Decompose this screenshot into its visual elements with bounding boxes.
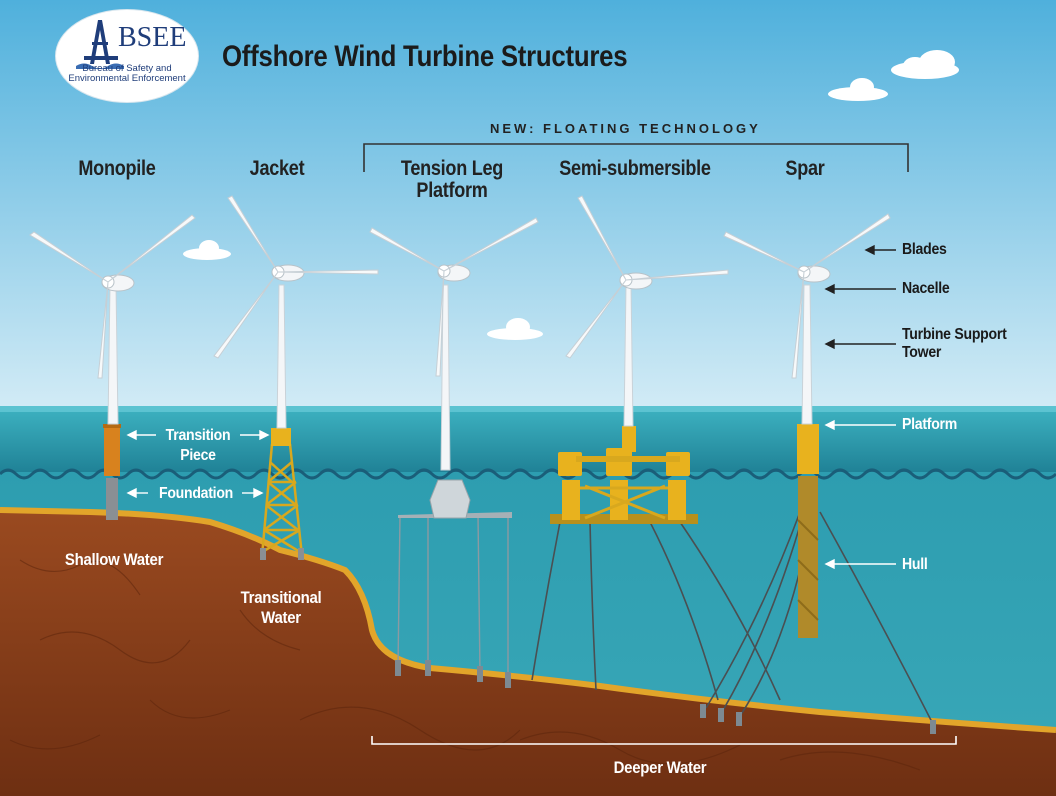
monopile-turbine (29, 214, 196, 520)
label-shallow-water: Shallow Water (64, 550, 164, 569)
oil-rig-icon (76, 20, 124, 69)
deeper-water-bracket (371, 736, 957, 745)
seabed-edge (0, 507, 1056, 733)
column-title-semi-submersible: Semi-submersible (559, 157, 711, 180)
label-transitional-water: Transitional Water (240, 588, 322, 627)
label-platform: Platform (902, 416, 957, 433)
wave-line (0, 468, 1056, 480)
label-tower: Turbine Support Tower (902, 326, 1007, 361)
seabed (0, 510, 1056, 796)
page-title: Offshore Wind Turbine Structures (222, 40, 628, 73)
pointer-arrows (824, 244, 896, 350)
jacket-turbine (213, 195, 379, 560)
spar-turbine (700, 213, 936, 734)
semi-submersible-turbine (531, 195, 781, 701)
floating-technology-label: NEW: FLOATING TECHNOLOGY (490, 121, 761, 136)
bsee-logo (56, 10, 198, 102)
logo-subtitle: Bureau of Safety and Environmental Enfor… (68, 63, 186, 84)
column-title-monopile: Monopile (78, 157, 156, 180)
logo-acronym: BSEE (118, 22, 187, 53)
seabed-texture (9, 559, 921, 771)
label-nacelle: Nacelle (902, 280, 950, 297)
label-hull: Hull (902, 556, 928, 573)
label-blades: Blades (902, 241, 947, 258)
column-title-jacket: Jacket (249, 157, 305, 180)
floating-bracket (363, 143, 909, 172)
label-deeper-water: Deeper Water (613, 758, 707, 777)
label-transition-piece: Transition Piece (165, 427, 231, 464)
label-foundation: Foundation (158, 485, 234, 502)
tension-leg-turbine (369, 217, 539, 688)
sea-surface (0, 410, 1056, 476)
column-title-tension-leg: Tension Leg Platform (400, 157, 504, 202)
clouds (183, 50, 959, 340)
pointer-arrows-white (126, 419, 896, 570)
column-title-spar: Spar (785, 157, 825, 180)
